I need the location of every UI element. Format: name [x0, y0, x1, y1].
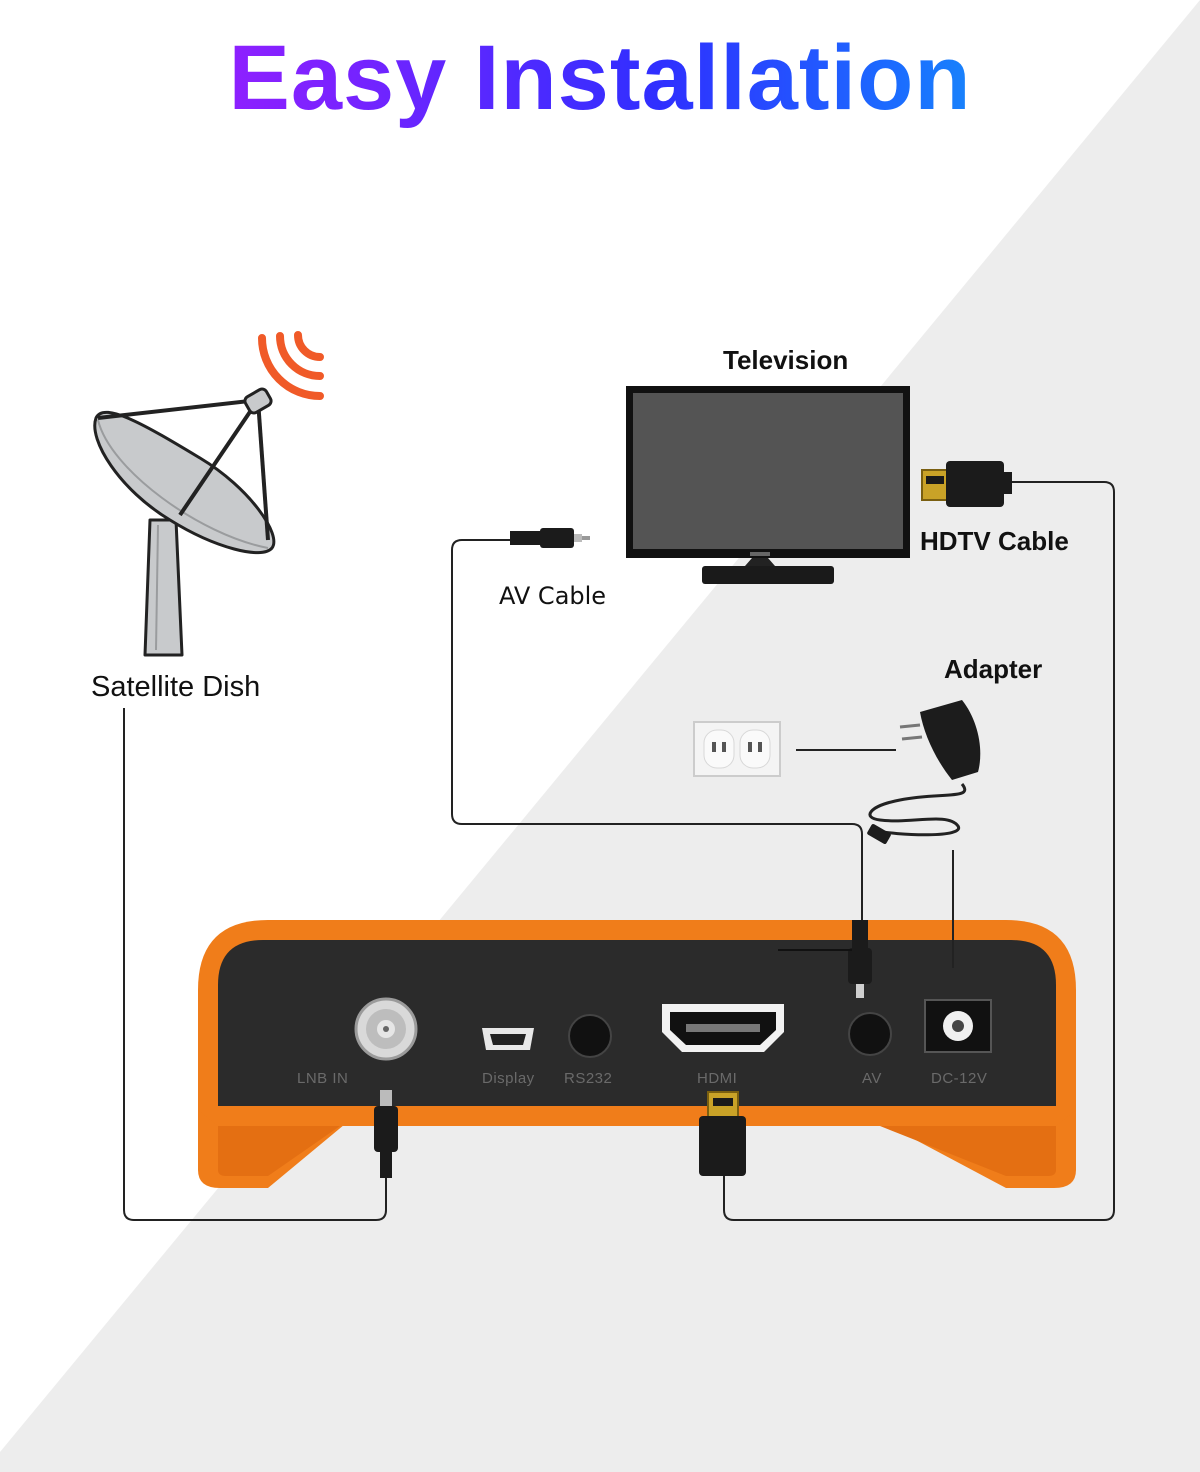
av-port-label: AV: [862, 1070, 882, 1087]
display-port-label: Display: [482, 1070, 535, 1087]
rs232-port: [568, 1014, 612, 1058]
av-cable-line: [451, 539, 863, 920]
hdmi-plug-icon: [921, 461, 1012, 507]
hdmi-plug-device-icon: [699, 1091, 746, 1176]
hdmi-port: [662, 1004, 784, 1052]
satellite-dish-label: Satellite Dish: [91, 671, 261, 703]
display-port: [482, 1028, 534, 1050]
rs232-port-label: RS232: [564, 1070, 613, 1087]
av-plug-icon: [510, 528, 590, 548]
dc-port: [924, 999, 992, 1053]
adapter-label: Adapter: [944, 654, 1043, 684]
lnb-in-port-label: LNB IN: [297, 1070, 349, 1087]
av-plug-device-icon: [848, 920, 872, 998]
av-cable-label: AV Cable: [499, 582, 607, 610]
lnb-in-port: [354, 997, 418, 1061]
dc-port-label: DC-12V: [931, 1070, 988, 1087]
page-title: Easy Installation: [0, 27, 1200, 129]
hdtv-cable-label: HDTV Cable: [920, 526, 1069, 556]
hdmi-cable-line: [723, 481, 1115, 1221]
television-icon: [626, 386, 910, 584]
wall-outlet-icon: [693, 721, 781, 777]
signal-waves-icon: [258, 331, 324, 400]
satellite-cable-line: [123, 708, 387, 1221]
satellite-dish-icon: [93, 387, 276, 657]
av-port: [848, 1012, 892, 1056]
television-label: Television: [723, 345, 849, 375]
coax-plug-icon: [374, 1090, 398, 1178]
power-adapter-icon: [867, 700, 981, 844]
hdmi-port-label: HDMI: [697, 1070, 738, 1087]
